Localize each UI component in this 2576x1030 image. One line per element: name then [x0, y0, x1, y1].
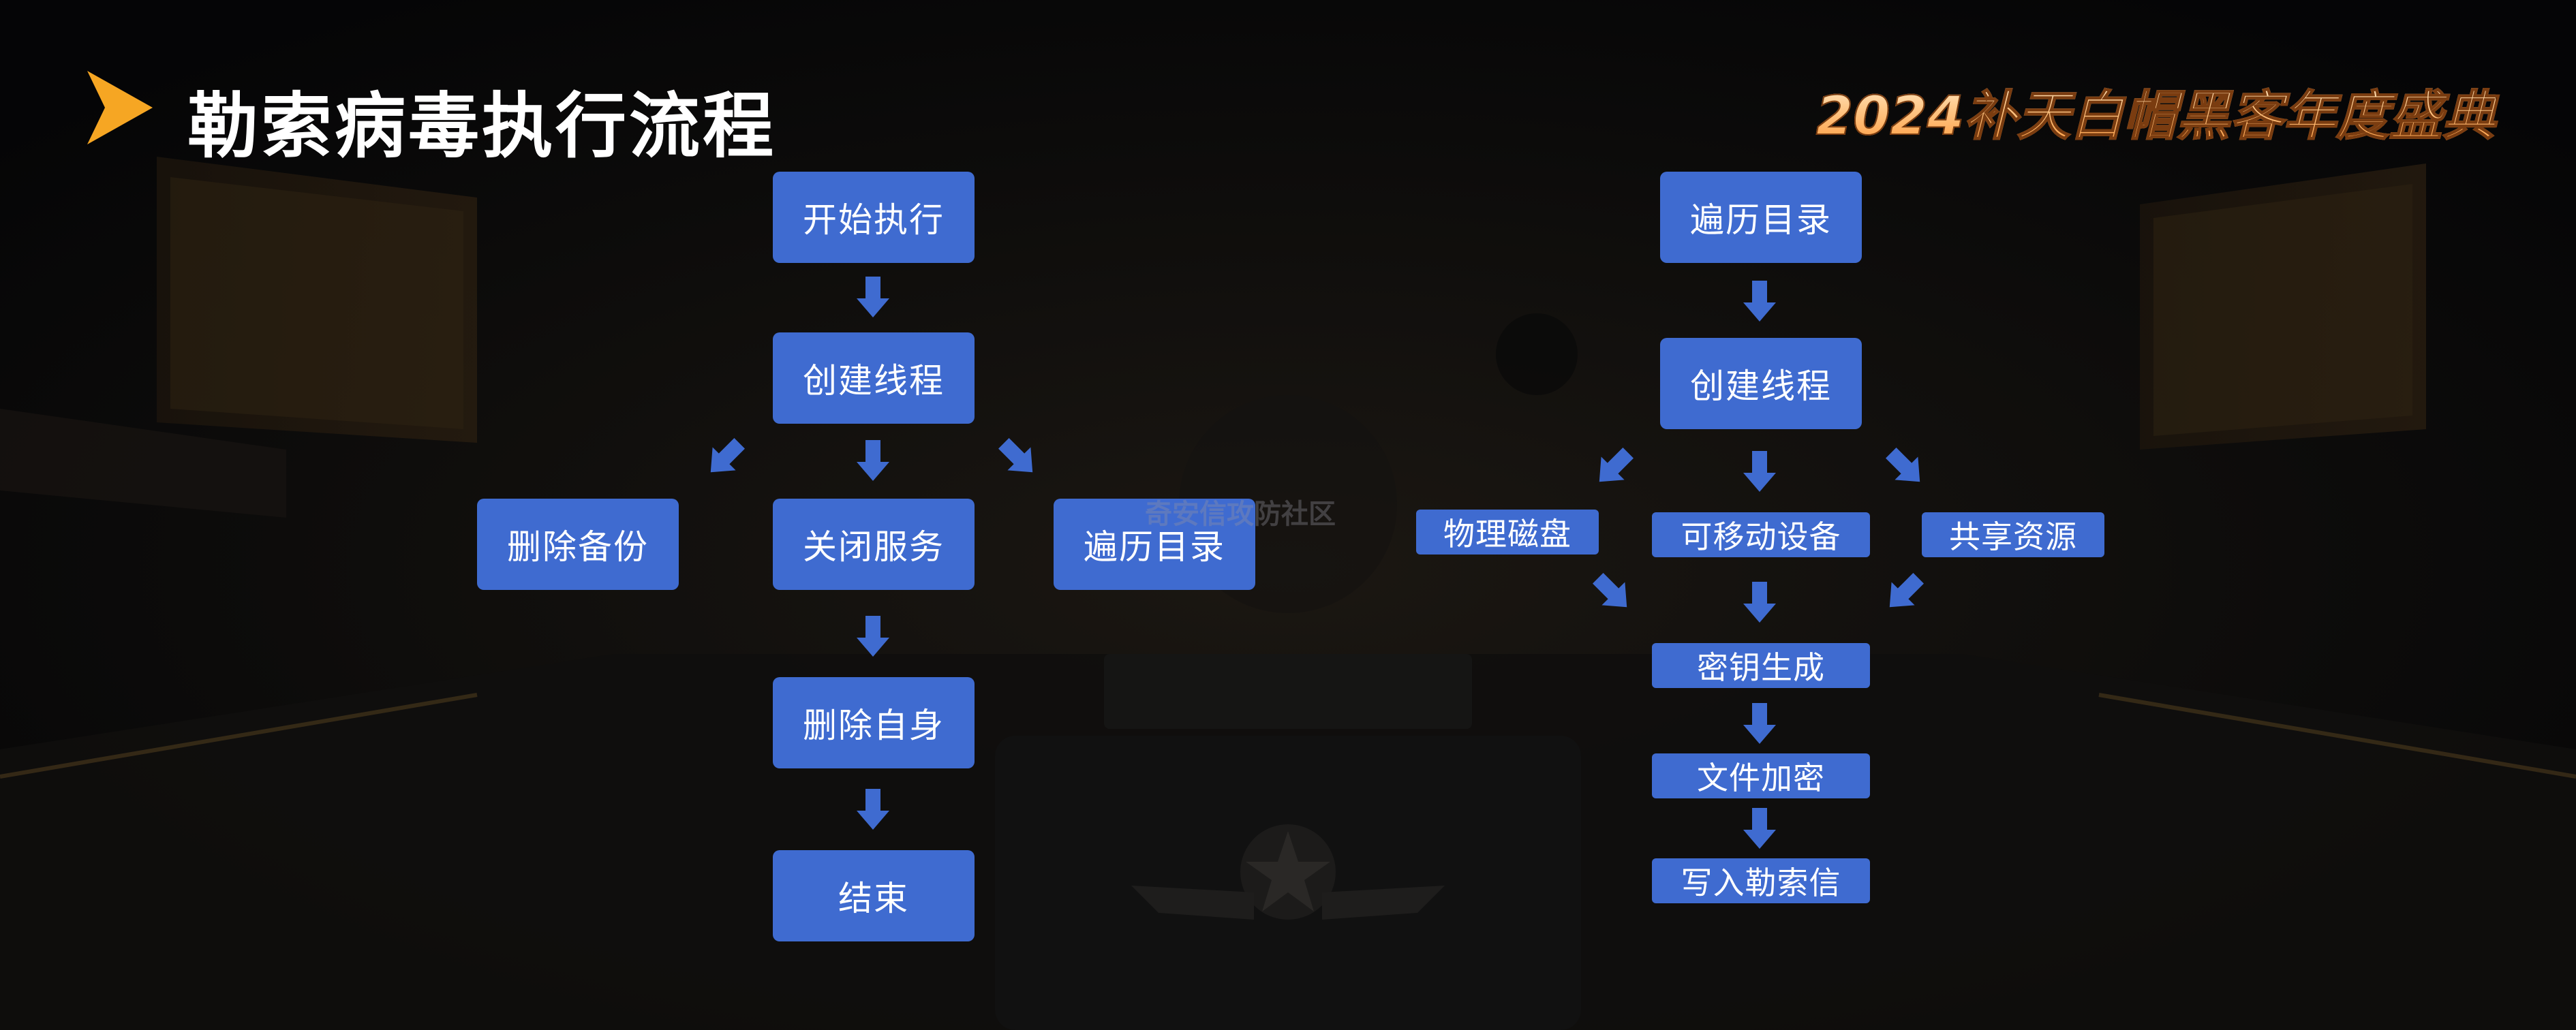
node-physical-disk: 物理磁盘	[1416, 510, 1599, 555]
flow-arrow-icon	[1743, 281, 1776, 322]
flow-arrow-icon	[1593, 573, 1627, 608]
node-label: 开始执行	[803, 200, 945, 240]
node-end: 结束	[773, 850, 975, 941]
flow-arrow-icon	[1743, 703, 1776, 744]
node-removable-device: 可移动设备	[1652, 512, 1870, 557]
node-write-ransom-note: 写入勒索信	[1652, 858, 1870, 903]
flow-arrow-icon	[857, 277, 889, 317]
flow-arrow-icon	[857, 616, 889, 657]
flow-arrow-icon	[1599, 448, 1634, 482]
node-label: 可移动设备	[1681, 518, 1841, 555]
node-create-thread-right: 创建线程	[1660, 338, 1862, 429]
flow-arrow-icon	[857, 789, 889, 830]
node-label: 遍历目录	[1690, 200, 1832, 240]
node-label: 关闭服务	[803, 527, 945, 567]
node-label: 密钥生成	[1697, 649, 1825, 686]
node-start: 开始执行	[773, 172, 975, 263]
flow-arrow-icon	[998, 438, 1033, 473]
page-title: 勒索病毒执行流程	[187, 84, 777, 168]
chevron-right-icon	[87, 71, 153, 144]
flow-arrow-icon	[1743, 582, 1776, 623]
node-close-service: 关闭服务	[773, 499, 975, 590]
node-delete-self: 删除自身	[773, 677, 975, 768]
node-create-thread: 创建线程	[773, 332, 975, 424]
flow-arrow-icon	[1889, 573, 1924, 608]
node-label: 创建线程	[1690, 366, 1832, 406]
node-file-encryption: 文件加密	[1652, 753, 1870, 798]
node-traverse-directory-right: 遍历目录	[1660, 172, 1862, 263]
node-label: 创建线程	[803, 361, 945, 401]
node-delete-backup: 删除备份	[477, 499, 679, 590]
flow-arrow-icon	[1886, 448, 1920, 482]
flow-arrow-icon	[1743, 451, 1776, 492]
brand-logo: 2024补天白帽黑客年度盛典	[1815, 74, 2496, 150]
node-label: 文件加密	[1697, 760, 1825, 796]
node-label: 删除备份	[507, 527, 649, 567]
node-label: 遍历目录	[1084, 527, 1225, 567]
flow-arrow-icon	[1743, 808, 1776, 849]
node-shared-resource: 共享资源	[1922, 512, 2104, 557]
node-label: 删除自身	[803, 706, 945, 745]
node-traverse-directory: 遍历目录	[1054, 499, 1255, 590]
node-label: 物理磁盘	[1443, 516, 1571, 552]
node-label: 结束	[838, 879, 909, 918]
watermark: 奇安信攻防社区	[1145, 499, 1336, 530]
flow-arrow-icon	[857, 440, 889, 481]
flow-arrow-icon	[710, 438, 745, 473]
node-key-generation: 密钥生成	[1652, 643, 1870, 688]
node-label: 共享资源	[1949, 518, 2077, 555]
node-label: 写入勒索信	[1681, 864, 1841, 901]
